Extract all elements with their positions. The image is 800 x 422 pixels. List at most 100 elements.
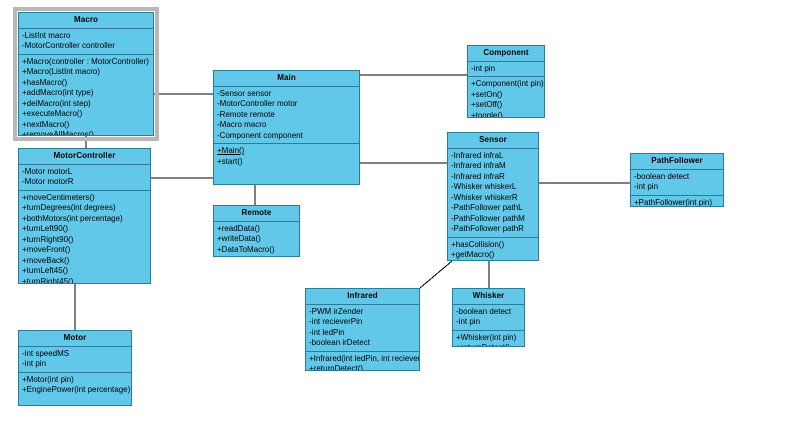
class-name-pathfollower: PathFollower [631, 154, 723, 170]
operation: +setOn() [471, 89, 503, 99]
uml-class-remote[interactable]: Remote+readData()+writeData()+DataToMacr… [213, 205, 300, 257]
attribute: -int pin [22, 359, 47, 368]
operation: +turnRight45() [22, 276, 74, 284]
attribute: -Remote remote [217, 109, 275, 119]
operation: +turnRight90() [22, 234, 74, 244]
class-operations-remote: +readData()+writeData()+DataToMacro() [214, 222, 299, 257]
uml-class-main[interactable]: Main-Sensor sensor-MotorController motor… [213, 70, 360, 185]
class-operations-whisker: +Whisker(int pin)+returnDetect() [453, 331, 524, 347]
attribute: -Infrared infraL [451, 150, 504, 160]
class-operations-sensor: +hasCollision()+getMacro() [448, 238, 538, 261]
class-attributes-sensor: -Infrared infraL-Infrared infraM-Infrare… [448, 149, 538, 238]
attribute: -int ledPin [309, 327, 345, 337]
uml-class-macro[interactable]: Macro-ListInt macro-MotorController cont… [13, 7, 159, 141]
uml-class-pathfollower[interactable]: PathFollower-boolean detect-int pin+Path… [630, 153, 724, 207]
operation: +hasCollision() [451, 239, 505, 249]
class-attributes-component: -int pin [468, 62, 544, 77]
class-attributes-macro: -ListInt macro-MotorController controlle… [19, 29, 153, 55]
operation: +Macro(ListInt macro) [22, 67, 101, 76]
uml-class-sensor[interactable]: Sensor-Infrared infraL-Infrared infraM-I… [447, 132, 539, 261]
attribute: -MotorController motor [217, 99, 298, 108]
operation: +readData() [217, 223, 260, 233]
operation: +hasMacro() [22, 77, 68, 87]
class-operations-motor: +Motor(int pin)+EnginePower(int percenta… [19, 373, 131, 398]
operation: +EnginePower(int percentage) [22, 385, 131, 394]
attribute: -MotorController controller [22, 41, 115, 50]
operation: +moveBack() [22, 255, 70, 265]
operation: +DataToMacro() [217, 244, 275, 254]
attribute: -boolean irDetect [309, 338, 370, 347]
operation: +removeAllMacros() [22, 130, 94, 136]
uml-class-infrared[interactable]: Infrared-PWM irZender-int recieverPin-in… [305, 288, 420, 371]
attribute: -PathFollower pathL [451, 203, 523, 212]
operation: +getMacro() [451, 250, 495, 259]
uml-class-component[interactable]: Component-int pin+Component(int pin)+set… [467, 45, 545, 118]
uml-class-motorcontroller[interactable]: MotorController-Motor motorL-Motor motor… [18, 148, 151, 284]
edge-sensor-infrared [419, 260, 453, 289]
operation: +turnLeft45() [22, 266, 69, 275]
operation: +setOff() [471, 100, 503, 109]
operation: +Macro(controller : MotorController) [22, 56, 149, 66]
attribute: -PathFollower pathM [451, 213, 525, 223]
attribute: -boolean detect [456, 306, 512, 316]
attribute: -Component component [217, 130, 303, 140]
operation: +Motor(int pin) [22, 374, 74, 384]
operation: +writeData() [217, 234, 261, 243]
operation: +turnDegrees(int degrees) [22, 203, 116, 212]
operation: +addMacro(int type) [22, 88, 94, 97]
uml-class-whisker[interactable]: Whisker-boolean detect-int pin+Whisker(i… [452, 288, 525, 347]
operation: +turnLeft90() [22, 224, 69, 233]
operation: +nextMacro() [22, 119, 70, 129]
attribute: -PWM irZender [309, 306, 364, 316]
attribute: -int speedMS [22, 348, 70, 358]
class-name-whisker: Whisker [453, 289, 524, 305]
class-attributes-motorcontroller: -Motor motorL-Motor motorR [19, 165, 150, 191]
class-attributes-infrared: -PWM irZender-int recieverPin-int ledPin… [306, 305, 419, 352]
class-name-remote: Remote [214, 206, 299, 222]
class-name-main: Main [214, 71, 359, 87]
attribute: -int pin [634, 182, 659, 191]
operation: +moveCentimeters() [22, 192, 95, 202]
class-name-component: Component [468, 46, 544, 62]
attribute: -PathFollower pathR [451, 224, 524, 233]
operation: +delMacro(int step) [22, 98, 91, 108]
class-operations-macro: +Macro(controller : MotorController)+Mac… [19, 55, 153, 136]
attribute: -Macro macro [217, 120, 267, 129]
attribute: -int recieverPin [309, 317, 363, 326]
class-operations-motorcontroller: +moveCentimeters()+turnDegrees(int degre… [19, 191, 150, 284]
operation: +Whisker(int pin) [456, 332, 517, 342]
attribute: -Motor motorR [22, 177, 74, 186]
operation: +moveFront() [22, 245, 71, 254]
class-attributes-whisker: -boolean detect-int pin [453, 305, 524, 331]
operation: +returnDetect() [309, 364, 364, 371]
operation: +toggle() [471, 110, 503, 118]
operation: +executeMacro() [22, 109, 83, 118]
class-name-sensor: Sensor [448, 133, 538, 149]
class-operations-infrared: +Infrared(int ledPin, int recieverPin)+r… [306, 352, 419, 371]
operation: +Component(int pin) [471, 79, 544, 88]
class-name-motorcontroller: MotorController [19, 149, 150, 165]
operation: +Infrared(int ledPin, int recieverPin) [309, 353, 419, 363]
class-name-infrared: Infrared [306, 289, 419, 305]
class-operations-component: +Component(int pin)+setOn()+setOff()+tog… [468, 77, 544, 118]
class-attributes-motor: -int speedMS-int pin [19, 347, 131, 373]
attribute: -ListInt macro [22, 30, 71, 40]
uml-class-motor[interactable]: Motor-int speedMS-int pin+Motor(int pin)… [18, 330, 132, 406]
operation: +Main() [217, 146, 245, 155]
attribute: -Infrared infraR [451, 171, 505, 181]
attribute: -int pin [456, 317, 481, 326]
attribute: -Whisker whiskerL [451, 182, 517, 191]
attribute: -int pin [471, 63, 496, 73]
class-operations-main: +Main()+start() [214, 144, 359, 169]
operation: +bothMotors(int percentage) [22, 213, 123, 223]
attribute: -Sensor sensor [217, 88, 272, 98]
operation: +returnDetect() [455, 343, 523, 346]
class-name-macro: Macro [19, 13, 153, 29]
class-attributes-pathfollower: -boolean detect-int pin [631, 170, 723, 196]
class-name-motor: Motor [19, 331, 131, 347]
operation: +start() [217, 156, 243, 166]
class-operations-pathfollower: +PathFollower(int pin)+returnDetect() [631, 196, 723, 207]
attribute: -Infrared infraM [451, 161, 506, 170]
